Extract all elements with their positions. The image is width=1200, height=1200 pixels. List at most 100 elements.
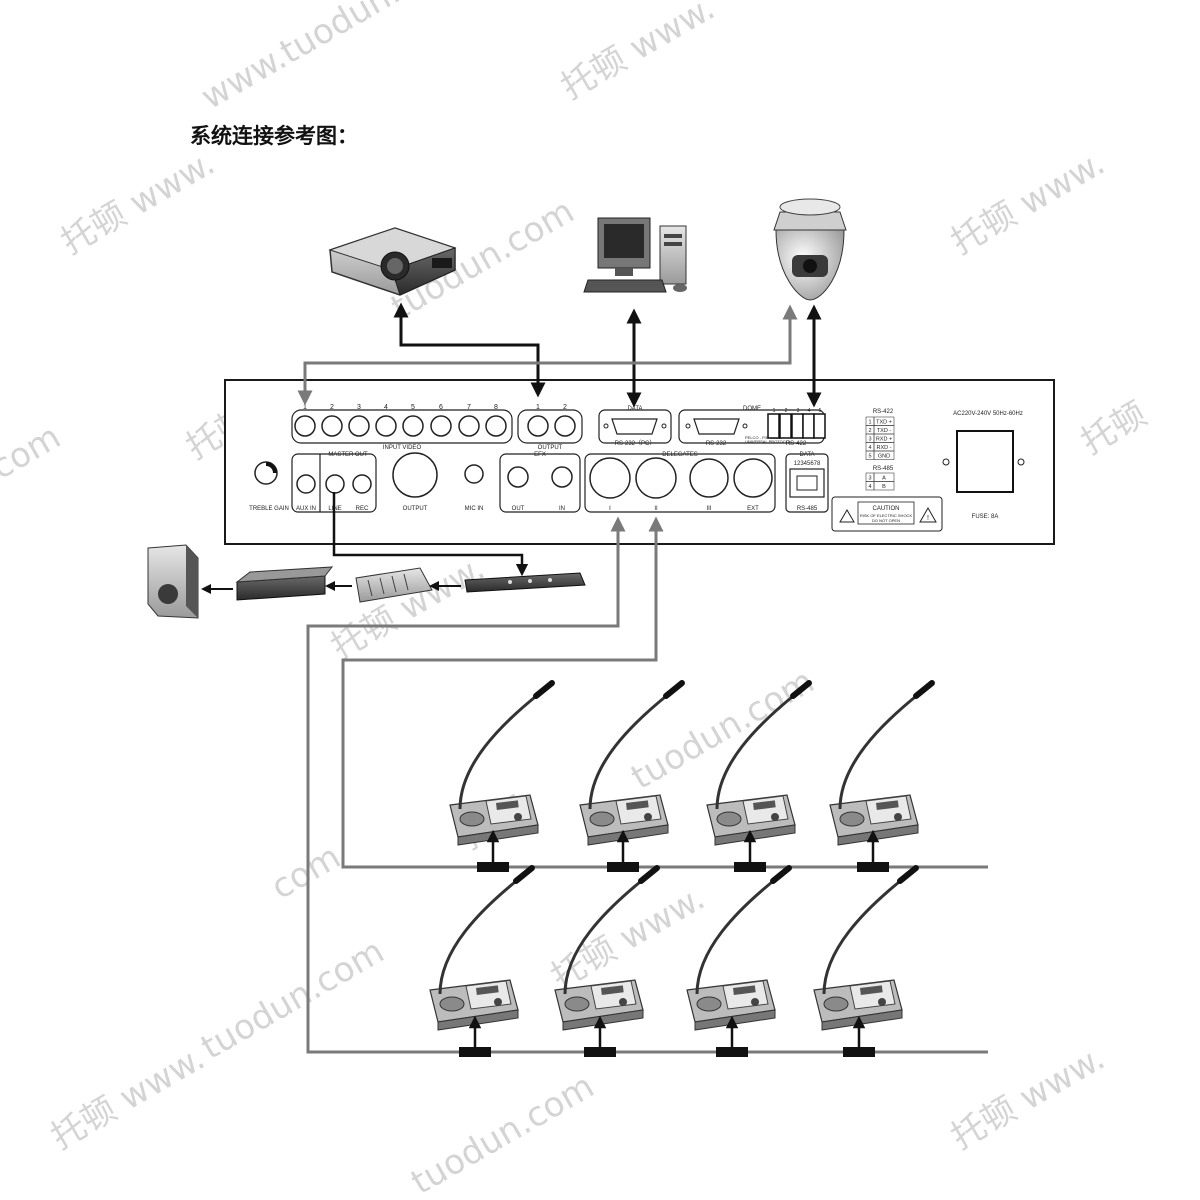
- aux-in-jack: [296, 474, 316, 494]
- rec-label: REC: [356, 506, 369, 512]
- terminal-block: [802, 413, 815, 439]
- pin-signal: TXD -: [877, 428, 892, 434]
- projector-link: [393, 302, 546, 398]
- computer-device: [583, 217, 687, 293]
- input-video-jack: [485, 415, 507, 437]
- mic-in-label: MIC IN: [465, 506, 484, 512]
- delegate-microphone-unit: [429, 865, 535, 1031]
- input-video-number: 2: [330, 404, 334, 411]
- input-video-number: 7: [467, 404, 471, 411]
- caution-box: [831, 496, 943, 532]
- dome-camera-device: [773, 198, 847, 301]
- page-title: 系统连接参考图：: [190, 123, 358, 148]
- pin-number: 3: [868, 476, 871, 482]
- pin-signal: A: [882, 476, 886, 482]
- pin-number: 1: [868, 420, 871, 426]
- caution-label: CAUTION: [873, 506, 900, 512]
- master-out-label: MASTER OUT: [328, 452, 368, 458]
- input-video-jack: [458, 415, 480, 437]
- data2-label: DATA: [799, 452, 814, 458]
- pin-number: 2: [868, 428, 871, 434]
- input-video-number: 6: [439, 404, 443, 411]
- input-video-label: INPUT VIDEO: [383, 445, 422, 451]
- delegates-connector: [733, 458, 773, 498]
- input-video-jack: [375, 415, 397, 437]
- line-jack: [325, 474, 345, 494]
- watermark-text: 托顿 www.: [545, 878, 712, 998]
- efx-in-label: IN: [559, 506, 565, 512]
- output-number: 2: [563, 404, 567, 411]
- dome-number: 4: [808, 408, 811, 414]
- input-video-number: 1: [303, 404, 307, 411]
- treble-gain-label: TREBLE GAIN: [249, 506, 289, 512]
- input-video-jack: [294, 415, 316, 437]
- rs232-label: RS-232: [706, 441, 727, 447]
- efx-out-label: OUT: [512, 506, 525, 512]
- delegates-connector: [689, 458, 729, 498]
- watermark-text: 托顿: [1075, 394, 1154, 463]
- power-label: AC220V-240V 50Hz-60Hz: [953, 411, 1023, 417]
- delegates-connector: [635, 457, 677, 499]
- delegates-group: [584, 453, 776, 513]
- delegates-trunk-2: [341, 516, 988, 869]
- terminal-block: [813, 413, 826, 439]
- delegate-microphone-unit: [813, 865, 919, 1031]
- db9-port: [693, 418, 740, 435]
- connection-lines: [297, 302, 988, 1054]
- fuse-label: FUSE: 8A: [972, 514, 999, 520]
- delegates-number: I: [609, 506, 611, 512]
- pin-signal: RXD +: [876, 437, 892, 443]
- pin-number: 4: [868, 484, 871, 490]
- dome-number: 3: [797, 408, 800, 414]
- output-jack: [527, 415, 549, 437]
- rec-jack: [352, 474, 372, 494]
- db9-port: [611, 418, 658, 435]
- delegates-number: II: [654, 506, 658, 512]
- dome-number: 2: [785, 408, 788, 414]
- power-socket: [956, 430, 1014, 493]
- watermark-text: www.tuodun.com: [195, 0, 470, 118]
- dome-small-text: PELCO - P/D CODE: [745, 435, 782, 440]
- delegate-units: [429, 680, 935, 1057]
- delegate-microphone-unit: [449, 680, 555, 846]
- output2-label: OUTPUT: [403, 506, 428, 512]
- delegate-tap-connector: [843, 1015, 875, 1057]
- efx-group: [499, 453, 581, 513]
- efx-in-jack: [551, 466, 573, 488]
- aux-in-label: AUX IN: [296, 506, 316, 512]
- input-video-jack: [402, 415, 424, 437]
- pin-signal: B: [882, 484, 886, 490]
- amplifier-device: [235, 566, 334, 601]
- dome-small-text: UNIVERSAL PROTOCOL: [745, 439, 792, 444]
- delegate-tap-connector: [584, 1015, 616, 1057]
- pin-number: 5: [868, 454, 871, 460]
- watermark-text: 托顿 www.: [45, 1038, 212, 1158]
- delegate-tap-connector: [477, 829, 509, 872]
- delegates-label: DELEGATES: [662, 452, 698, 458]
- delegate-microphone-unit: [829, 680, 935, 846]
- dome-label: DOME: [743, 406, 761, 412]
- output-number: 1: [536, 404, 540, 411]
- input-video-number: 8: [494, 404, 498, 411]
- caution-text: DO NOT OPEN: [872, 518, 900, 523]
- speaker-device: [147, 544, 199, 619]
- watermark-text: 托顿 www.: [555, 0, 722, 108]
- watermark-text: 托顿 www.: [55, 143, 222, 263]
- input-video-number: 5: [411, 404, 415, 411]
- delegate-tap-connector: [734, 829, 766, 872]
- delegates-connector: [589, 457, 631, 499]
- pin-number: 3: [868, 437, 871, 443]
- mic-in-jack: [464, 464, 484, 484]
- delegate-tap-connector: [459, 1015, 491, 1057]
- caution-text: RISK OF ELECTRIC SHOCK: [860, 513, 913, 518]
- delegate-tap-connector: [716, 1015, 748, 1057]
- svg-text:!: !: [927, 515, 929, 522]
- output-label: OUTPUT: [538, 445, 563, 451]
- terminal-block: [791, 413, 804, 439]
- input-video-number: 4: [384, 404, 388, 411]
- watermark-text: 托顿 www.: [325, 548, 492, 668]
- projector-device: [328, 227, 457, 296]
- rs485-table-title: RS-485: [873, 466, 894, 472]
